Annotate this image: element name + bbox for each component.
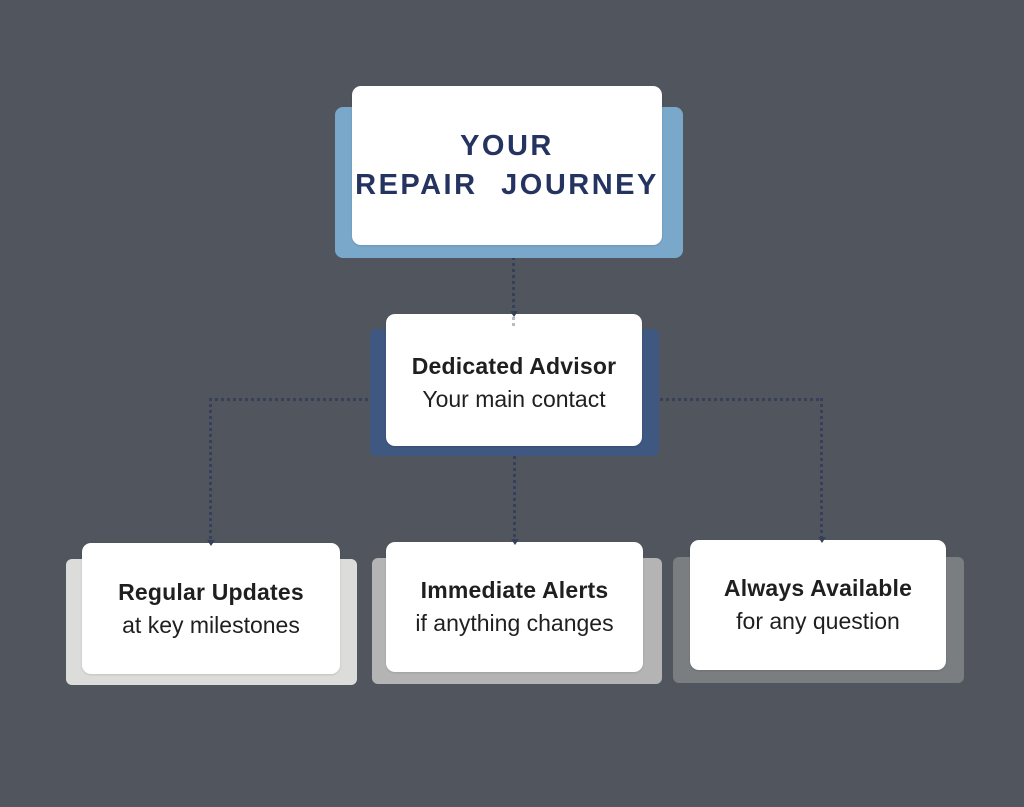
root-title-line1: YOUR [460, 129, 554, 162]
child-title: Always Available [723, 575, 913, 601]
child-subtitle: at key milestones [122, 611, 300, 638]
arrowhead-right-child [818, 537, 826, 543]
child-title: Immediate Alerts [420, 577, 609, 603]
connector-right-vertical [820, 398, 823, 540]
advisor-subtitle: Your main contact [422, 386, 606, 412]
advisor-title: Dedicated Advisor [411, 353, 617, 379]
connector-root-to-advisor [512, 257, 515, 314]
child-node-immediate-alerts: Immediate Alerts if anything changes [386, 542, 643, 672]
child-title: Regular Updates [118, 578, 304, 605]
root-title-line2: REPAIR JOURNEY [355, 168, 659, 201]
child-node-always-available: Always Available for any question [690, 540, 946, 670]
connector-left-vertical [209, 398, 212, 543]
connector-advisor-to-left-horizontal [209, 398, 386, 401]
root-node: YOUR REPAIR JOURNEY [352, 86, 662, 245]
child-subtitle: if anything changes [415, 610, 614, 636]
advisor-node: Dedicated Advisor Your main contact [386, 314, 642, 446]
arrowhead-advisor [510, 311, 518, 317]
arrowhead-middle-child [511, 539, 519, 545]
connector-advisor-to-right-horizontal [642, 398, 822, 401]
connector-advisor-to-middle-child [513, 456, 516, 542]
child-subtitle: for any question [736, 608, 900, 634]
arrowhead-left-child [207, 540, 215, 546]
connector-overlay-dots [512, 317, 515, 329]
child-node-regular-updates: Regular Updates at key milestones [82, 543, 340, 674]
